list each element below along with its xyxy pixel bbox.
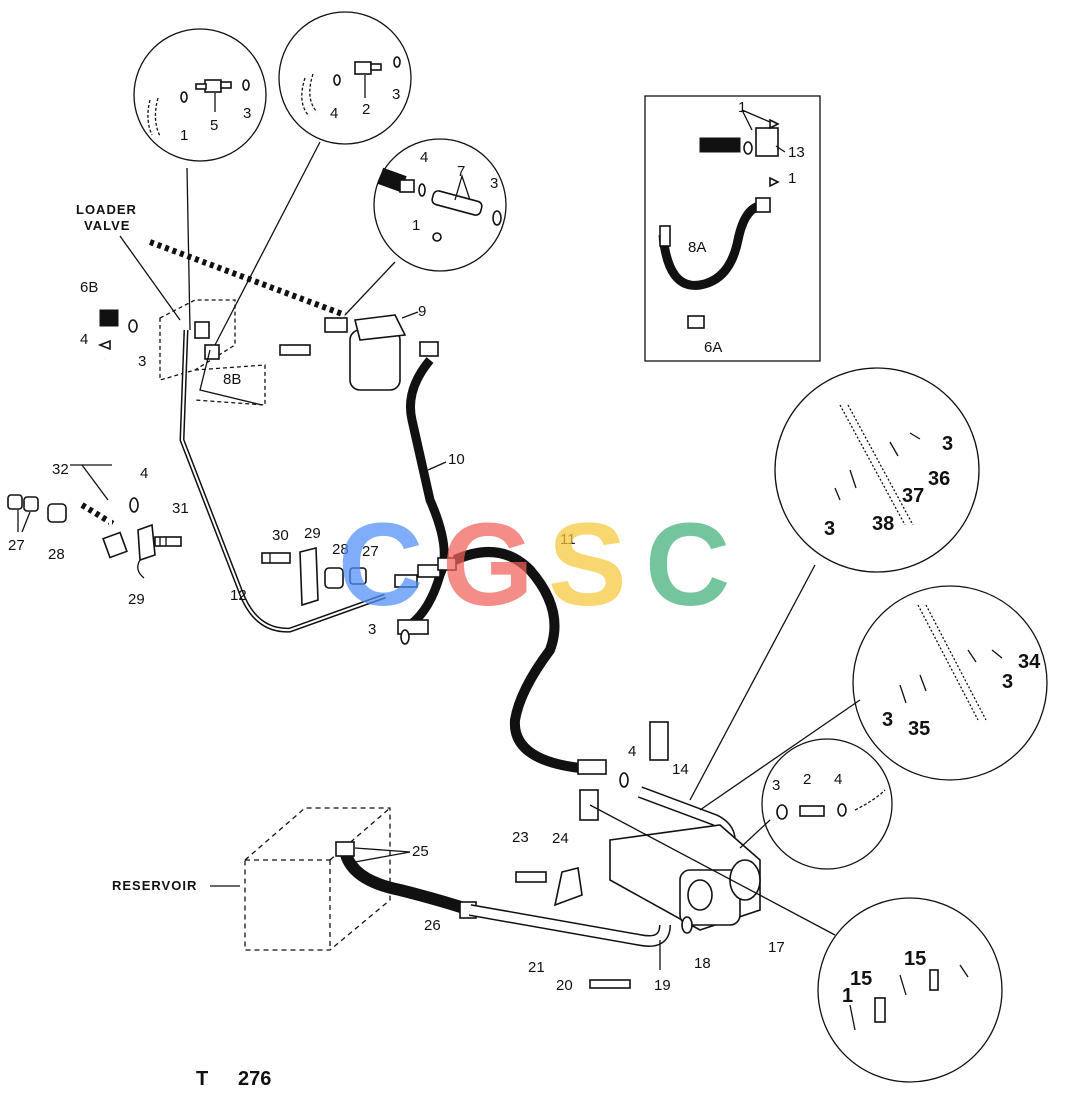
circle-c-label-3: 3 (490, 175, 498, 192)
circle-b-label-3: 3 (392, 86, 400, 103)
circle-rb-label-15a: 15 (850, 968, 872, 990)
watermark-logo: C G S C (338, 499, 730, 631)
label-14: 14 (672, 761, 689, 778)
label-3b: 3 (368, 621, 376, 638)
figure-id-prefix: T (196, 1068, 208, 1090)
label-30: 30 (272, 527, 289, 544)
watermark-letter-s: S (548, 499, 627, 631)
circle-c-label-2: 7 (457, 163, 465, 180)
circle-b-label-2: 2 (362, 101, 370, 118)
loader-valve-label-line2: VALVE (84, 218, 130, 233)
hose-10 (405, 357, 449, 629)
circle-a-label-1: 1 (180, 127, 188, 144)
inset-label-1a: 1 (738, 99, 746, 116)
label-9: 9 (418, 303, 426, 320)
inset-label-8A: 8A (688, 239, 706, 256)
circle-rt-label-3a: 3 (942, 433, 953, 455)
label-29b: 29 (304, 525, 321, 542)
loader-valve-label-line1: LOADER (76, 202, 137, 217)
watermark-letter-c2: C (645, 499, 730, 631)
filter-9 (279, 311, 439, 391)
circle-rt-label-38: 38 (872, 513, 894, 535)
label-25: 25 (412, 843, 429, 860)
circle-c-label-1: 4 (420, 149, 428, 166)
circle-rt-label-36: 36 (928, 468, 950, 490)
label-12: 12 (230, 587, 247, 604)
circle-rm-label-3b: 3 (882, 709, 893, 731)
label-29a: 29 (128, 591, 145, 608)
label-10: 10 (448, 451, 465, 468)
circle-rs-label-2: 2 (803, 771, 811, 788)
label-20: 20 (556, 977, 573, 994)
circle-rt-label-3b: 3 (824, 518, 835, 540)
part-32-pipe (70, 358, 128, 559)
watermark-letter-c1: C (338, 499, 423, 631)
detail-circle-b: 4 2 3 (278, 11, 412, 145)
inset-label-6A: 6A (704, 339, 722, 356)
label-18: 18 (694, 955, 711, 972)
detail-circle-right-small (761, 738, 893, 870)
label-27a: 27 (8, 537, 25, 554)
label-24: 24 (552, 830, 569, 847)
label-4a: 4 (80, 331, 88, 348)
detail-circle-c: 4 7 3 1 (373, 138, 507, 272)
parts-27-28-left (7, 494, 67, 533)
label-31: 31 (172, 500, 189, 517)
circle-rm-label-34: 34 (1018, 651, 1041, 673)
pipe-12 (179, 329, 386, 633)
label-26: 26 (424, 917, 441, 934)
label-23: 23 (512, 829, 529, 846)
loader-valve: LOADER VALVE (76, 202, 347, 528)
pump-17 (609, 824, 761, 931)
figure-id-number: 276 (238, 1068, 271, 1090)
label-11: 11 (560, 531, 576, 548)
detail-circle-a: 1 5 3 (133, 28, 267, 162)
label-4c: 4 (628, 743, 636, 760)
label-28a: 28 (48, 546, 65, 563)
label-4b: 4 (140, 465, 148, 482)
detail-circle-right-top (774, 367, 980, 573)
circle-rb-label-15b: 15 (904, 948, 926, 970)
label-27b: 27 (362, 543, 379, 560)
label-17: 17 (768, 939, 785, 956)
circle-a-label-2: 5 (210, 117, 218, 134)
detail-circle-right-mid (852, 585, 1048, 781)
circle-rm-label-35: 35 (908, 718, 930, 740)
watermark-letter-g: G (442, 499, 534, 631)
label-32: 32 (52, 461, 69, 478)
part-6B (97, 309, 138, 351)
label-21: 21 (528, 959, 545, 976)
hose-26 (339, 848, 472, 916)
label-3a: 3 (138, 353, 146, 370)
inset-label-1b: 1 (788, 170, 796, 187)
circle-b-label-1: 4 (330, 105, 338, 122)
circle-rs-label-3: 3 (772, 777, 780, 794)
hose-11 (452, 547, 581, 773)
reservoir-label: RESERVOIR (112, 878, 197, 893)
detail-circle-right-bottom (817, 897, 1003, 1083)
inset-label-13: 13 (788, 144, 805, 161)
inset-box (644, 95, 821, 362)
circle-rs-label-4: 4 (834, 771, 842, 788)
label-19: 19 (654, 977, 671, 994)
circle-rb-label-1: 1 (842, 985, 853, 1007)
label-6B: 6B (80, 279, 98, 296)
label-8B: 8B (223, 371, 241, 388)
circle-rm-label-3a: 3 (1002, 671, 1013, 693)
circle-c-label-4: 1 (412, 217, 420, 234)
label-28b: 28 (332, 541, 349, 558)
circle-a-label-3: 3 (243, 105, 251, 122)
circle-rt-label-37: 37 (902, 485, 924, 507)
